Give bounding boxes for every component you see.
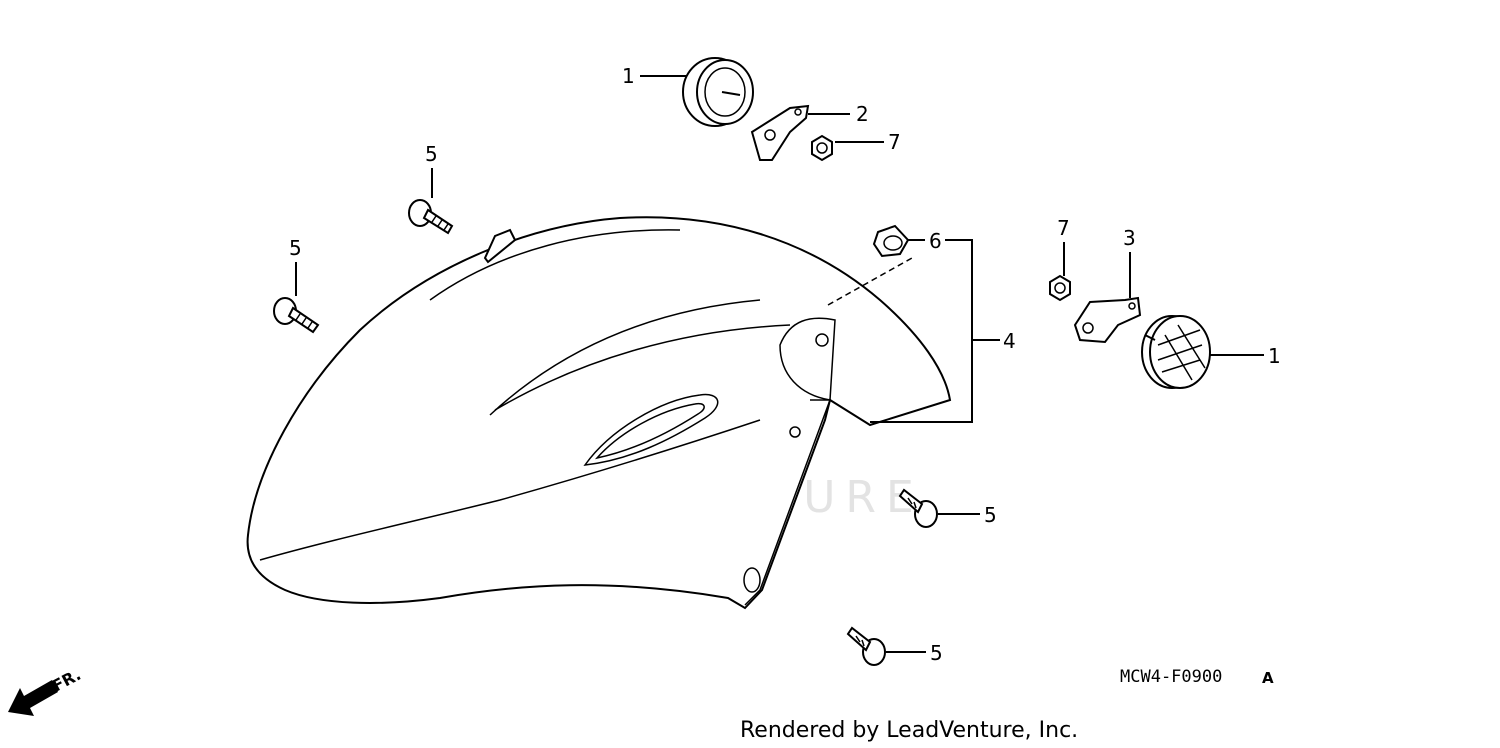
fender-crease-top	[429, 229, 681, 301]
grommet[interactable]	[827, 224, 913, 306]
screw-upper[interactable]	[408, 199, 454, 235]
screw-left[interactable]	[273, 297, 320, 334]
callout-3: 3	[1123, 226, 1136, 250]
bracket-right[interactable]	[1073, 296, 1142, 344]
callout-1-right: 1	[1268, 344, 1281, 368]
mount-hole-lower	[743, 567, 761, 593]
screw-mid[interactable]	[898, 488, 938, 528]
bracket-left[interactable]	[750, 104, 810, 161]
diagram-code-block: MCW4-F0900 A	[1120, 667, 1274, 687]
callout-4: 4	[1003, 329, 1016, 353]
callout-1-top: 1	[622, 64, 635, 88]
callouts: 1 2 7 5 5 6 4 7 3 1 5 5	[289, 64, 1281, 665]
fender-side-stay	[744, 399, 832, 606]
nut-top[interactable]	[811, 134, 833, 162]
diagram-code: MCW4-F0900	[1120, 667, 1222, 687]
mount-hole-upper	[815, 333, 829, 347]
fender-tab	[483, 228, 517, 264]
callout-2: 2	[856, 102, 869, 126]
fender-vent-inner	[594, 402, 705, 460]
footer-credit: Rendered by LeadVenture, Inc.	[740, 718, 1078, 743]
reflector-top[interactable]	[682, 57, 754, 127]
front-direction-indicator: FR.	[8, 665, 84, 716]
front-arrow-icon	[8, 680, 58, 716]
fender-crease-lower	[494, 324, 791, 411]
callout-5-upper: 5	[425, 142, 438, 166]
callout-7-top: 7	[888, 130, 901, 154]
front-fender[interactable]	[246, 216, 952, 610]
fender-lower-edge	[259, 419, 761, 561]
callout-5-bottom: 5	[930, 641, 943, 665]
fender-crease-upper	[489, 299, 761, 416]
mount-hole-mid	[789, 426, 801, 438]
leader-lines	[295, 75, 1264, 653]
callout-5-mid: 5	[984, 503, 997, 527]
callout-5-left: 5	[289, 236, 302, 260]
callout-6: 6	[929, 229, 942, 253]
reflector-right[interactable]	[1141, 315, 1211, 389]
screw-bottom[interactable]	[846, 626, 886, 666]
diagram-code-suffix: A	[1262, 669, 1274, 687]
fender-vent	[583, 393, 719, 466]
nut-right[interactable]	[1049, 274, 1071, 302]
callout-7-right: 7	[1057, 216, 1070, 240]
